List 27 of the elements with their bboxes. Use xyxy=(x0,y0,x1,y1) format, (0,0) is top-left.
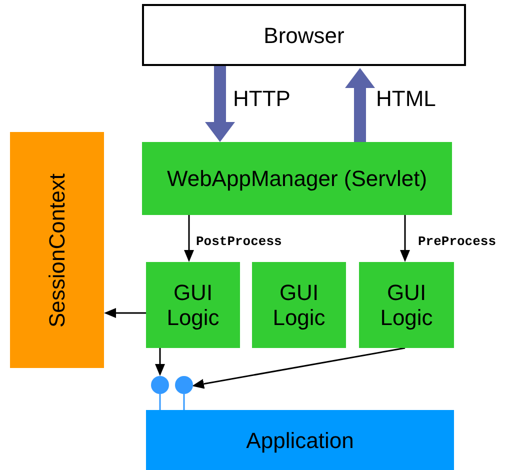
arrow xyxy=(184,215,194,262)
block-arrow xyxy=(205,66,235,142)
node-label: WebAppManager (Servlet) xyxy=(166,166,428,192)
arrow xyxy=(400,215,410,262)
logic-box xyxy=(252,262,346,348)
edge-label: PostProcess xyxy=(196,235,282,248)
arrow xyxy=(104,308,146,318)
node-label: SessionContext xyxy=(44,172,70,328)
logic-box xyxy=(359,262,454,348)
arrow xyxy=(192,347,406,389)
connector-stem xyxy=(183,394,185,410)
node-label: GUI Logic xyxy=(166,280,220,330)
edge-label: PreProcess xyxy=(418,235,496,248)
edge-label: HTML xyxy=(376,88,436,110)
connector-stem xyxy=(159,394,161,410)
block-arrow xyxy=(345,68,375,142)
logic-box xyxy=(146,262,240,348)
arrow xyxy=(155,348,165,376)
session-box xyxy=(10,132,104,368)
application-box xyxy=(146,410,454,470)
node-label: Application xyxy=(246,426,354,455)
servlet-box xyxy=(142,142,452,215)
node-label: GUI Logic xyxy=(272,280,326,330)
node-label: GUI Logic xyxy=(379,280,434,330)
edge-label: HTTP xyxy=(233,88,290,110)
browser-box xyxy=(142,4,466,66)
node-label: Browser xyxy=(264,22,344,50)
